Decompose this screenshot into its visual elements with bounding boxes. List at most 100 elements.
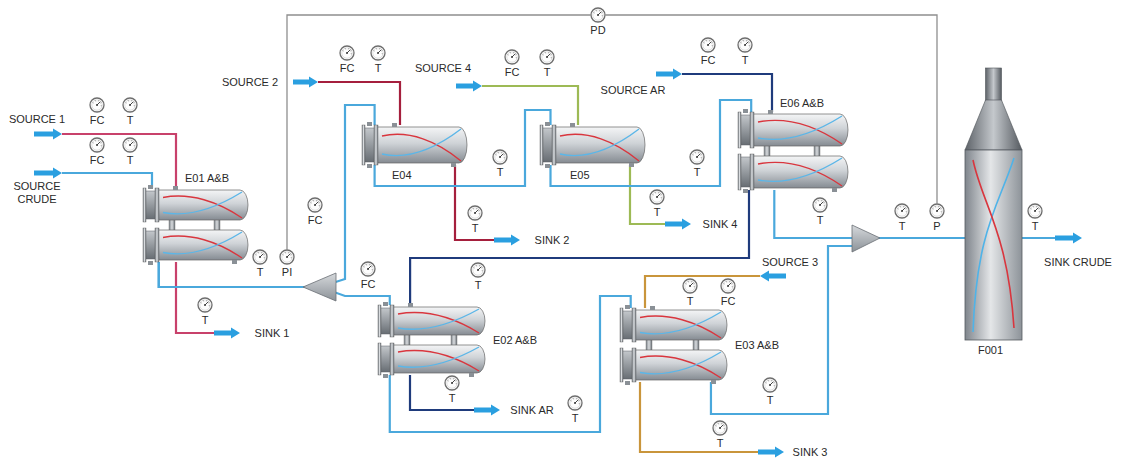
exchanger-shell — [362, 122, 467, 168]
instrument-tag: T — [127, 114, 134, 127]
exchanger-shell — [540, 122, 645, 168]
exchanger-shell — [143, 185, 248, 231]
gauge-symbol — [690, 150, 704, 164]
instrument-tag: FC — [701, 54, 716, 67]
gauge-symbol — [930, 204, 944, 218]
instrument-tag: T — [127, 154, 134, 167]
pipe — [1022, 237, 1055, 239]
equipment-tag: E04 — [392, 169, 412, 182]
stream-arrow — [293, 77, 318, 88]
heat-exchanger: E04 — [362, 125, 467, 165]
instrument-tag: T — [767, 394, 774, 407]
mixer-symbol — [852, 225, 880, 252]
pipe — [482, 86, 578, 125]
equipment-tag: E03 A&B — [735, 339, 779, 352]
gauge-symbol — [591, 8, 605, 22]
stream-label: SINK 2 — [535, 234, 570, 247]
instrument-tag: T — [202, 314, 209, 327]
gauge-symbol — [123, 138, 137, 152]
instrument-tag: T — [717, 437, 724, 450]
instrument-tag: T — [544, 66, 551, 79]
instrument-tag: T — [654, 206, 661, 219]
stream-arrow — [494, 235, 520, 246]
instrument-tag: FC — [361, 278, 376, 291]
instrument-tag: FC — [505, 66, 520, 79]
stream-arrow — [1055, 233, 1082, 244]
pipe-connector — [551, 100, 752, 186]
pipe-connector — [410, 190, 749, 305]
instrument-tag: T — [694, 166, 701, 179]
instrument-tag: FC — [721, 295, 736, 308]
pipe-connector — [390, 296, 631, 432]
instrument-tag: T — [449, 392, 456, 405]
pipe — [645, 276, 760, 308]
instrument-tag: T — [472, 222, 479, 235]
gauge-symbol — [361, 262, 375, 276]
exchanger-symbol — [378, 305, 485, 375]
stream-arrow — [665, 219, 691, 230]
stream-arrow — [456, 81, 482, 92]
gauge-symbol — [340, 46, 354, 60]
gauge-symbol — [90, 138, 104, 152]
pipe — [62, 134, 176, 188]
stream-label: SOURCE 3 — [762, 256, 818, 269]
stream-arrow — [214, 328, 240, 339]
pipes — [62, 15, 1055, 452]
gauge-symbol — [1028, 204, 1042, 218]
instrument-tag: T — [1032, 220, 1039, 233]
heat-exchanger: E01 A&B — [143, 188, 248, 262]
gauge-symbol — [895, 204, 909, 218]
stream-label: SOURCE 2 — [222, 76, 278, 89]
instrument-tag: PD — [590, 24, 605, 37]
stream-label: SINK 3 — [793, 446, 828, 459]
gauge-symbol — [371, 46, 385, 60]
exchanger-shell — [620, 305, 727, 351]
pipe-connector — [159, 105, 375, 287]
instrument-tag: FC — [90, 154, 105, 167]
pipe-connector — [159, 262, 390, 305]
pipe — [62, 173, 152, 188]
instrument-tag: PI — [282, 266, 292, 279]
stream-arrow — [34, 168, 62, 179]
instrument-tag: T — [817, 214, 824, 227]
gauge-symbol — [280, 250, 294, 264]
equipment-tag: E02 A&B — [493, 334, 537, 347]
exchanger-shell — [620, 348, 727, 385]
instrument-tag: FC — [308, 214, 323, 227]
gauge-symbol — [468, 206, 482, 220]
gauge-symbol — [123, 98, 137, 112]
gauge-symbol — [493, 150, 507, 164]
furnace: F001 — [965, 68, 1022, 340]
gauge-symbol — [701, 38, 715, 52]
gauge-symbol — [505, 50, 519, 64]
heat-exchanger: E06 A&B — [738, 112, 848, 190]
signal-line — [287, 15, 937, 250]
stream-label: SOURCE AR — [601, 84, 666, 97]
heat-exchanger: E03 A&B — [620, 308, 727, 382]
pipe-connector — [375, 110, 551, 186]
gauge-symbol — [650, 190, 664, 204]
instrument-tag: FC — [340, 62, 355, 75]
gauge-symbol — [471, 263, 485, 277]
instrument-tag: T — [257, 266, 264, 279]
instrument-tag: T — [742, 54, 749, 67]
stream-arrow — [760, 271, 786, 282]
exchanger-symbol — [738, 112, 848, 190]
instrument-tag: P — [933, 220, 940, 233]
exchanger-symbol — [540, 125, 645, 165]
instruments — [90, 8, 1042, 435]
stream-label: SOURCE 4 — [415, 62, 471, 75]
heat-exchanger: E02 A&B — [378, 305, 485, 375]
pipe — [176, 262, 214, 333]
exchanger-shell — [378, 343, 485, 378]
pipe — [318, 82, 400, 125]
stream-arrows — [34, 69, 1082, 458]
exchanger-shell — [738, 154, 848, 193]
instrument-tag: T — [899, 220, 906, 233]
gauge-symbol — [721, 279, 735, 293]
instrument-tag: T — [375, 62, 382, 75]
exchanger-symbol — [362, 125, 467, 165]
exchanger-symbol — [143, 188, 248, 262]
instrument-tag: T — [475, 279, 482, 292]
